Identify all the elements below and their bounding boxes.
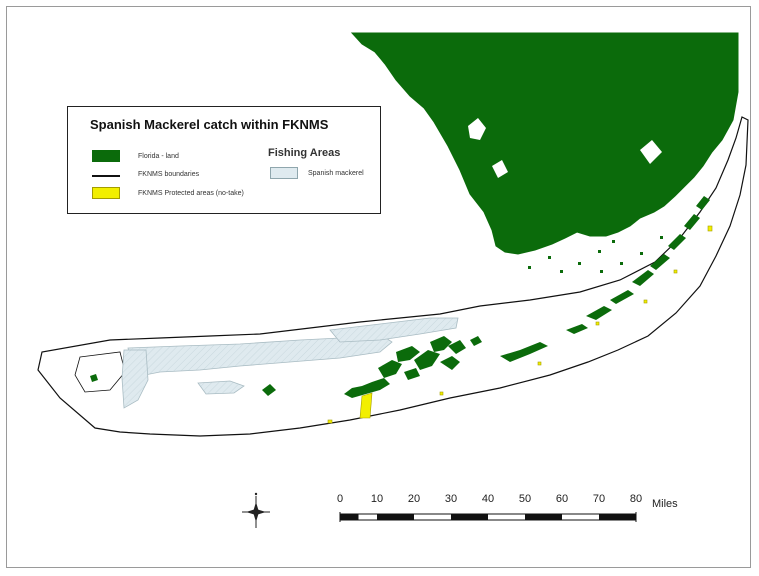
legend-swatch-florida-land	[92, 150, 120, 162]
scale-tick-label: 40	[481, 493, 495, 505]
fishing-area-spanish-mackerel	[329, 317, 459, 343]
map-legend: Spanish Mackerel catch within FKNMS Flor…	[67, 106, 381, 214]
legend-label-protected-areas: FKNMS Protected areas (no-take)	[138, 190, 244, 197]
scale-tick-label: 60	[555, 493, 569, 505]
scale-tick-label: 50	[518, 493, 532, 505]
florida-keys-islands	[90, 196, 710, 398]
legend-label-fknms-boundaries: FKNMS boundaries	[138, 171, 200, 178]
fknms-inner-boundary	[74, 351, 126, 393]
bay-water	[468, 118, 486, 140]
legend-swatch-protected-areas	[92, 187, 120, 199]
scale-tick-label: 0	[336, 493, 344, 505]
scale-tick-label: 80	[629, 493, 643, 505]
legend-label-florida-land: Florida - land	[138, 153, 179, 160]
scale-tick-label: 70	[592, 493, 606, 505]
scale-bar	[339, 512, 637, 522]
fishing-area-spanish-mackerel	[197, 380, 245, 395]
scale-tick-label: 20	[407, 493, 421, 505]
florida-mainland	[350, 32, 739, 255]
legend-label-spanish-mackerel: Spanish mackerel	[308, 170, 364, 177]
bay-water	[640, 140, 662, 164]
scale-tick-label: 10	[370, 493, 384, 505]
fishing-area-spanish-mackerel	[127, 333, 393, 377]
fishing-area-spanish-mackerel	[121, 349, 149, 409]
legend-fishing-areas-heading: Fishing Areas	[268, 147, 341, 159]
legend-title: Spanish Mackerel catch within FKNMS	[90, 117, 329, 132]
legend-swatch-fknms-boundaries	[92, 175, 120, 177]
scale-unit-label: Miles	[652, 498, 678, 510]
legend-swatch-spanish-mackerel	[270, 167, 298, 179]
protected-areas	[327, 225, 713, 424]
bay-water	[492, 160, 508, 178]
north-arrow-icon	[242, 492, 270, 528]
scale-tick-label: 30	[444, 493, 458, 505]
fknms-boundary	[37, 116, 749, 437]
